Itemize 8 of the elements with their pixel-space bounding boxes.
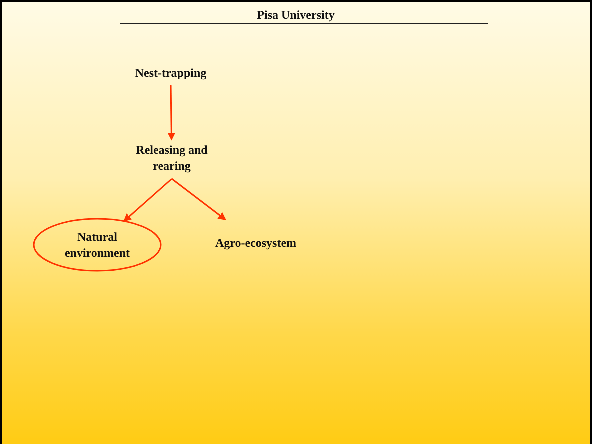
arrow	[172, 178, 226, 221]
title: Pisa University	[256, 8, 336, 23]
node-text: Releasing and rearing	[135, 142, 209, 174]
arrow	[168, 84, 176, 141]
node-text: Agro-ecosystem	[215, 235, 297, 251]
node-text: Nest-trapping	[135, 65, 207, 81]
arrow	[124, 178, 172, 222]
node-text: Natural environment	[64, 229, 132, 261]
